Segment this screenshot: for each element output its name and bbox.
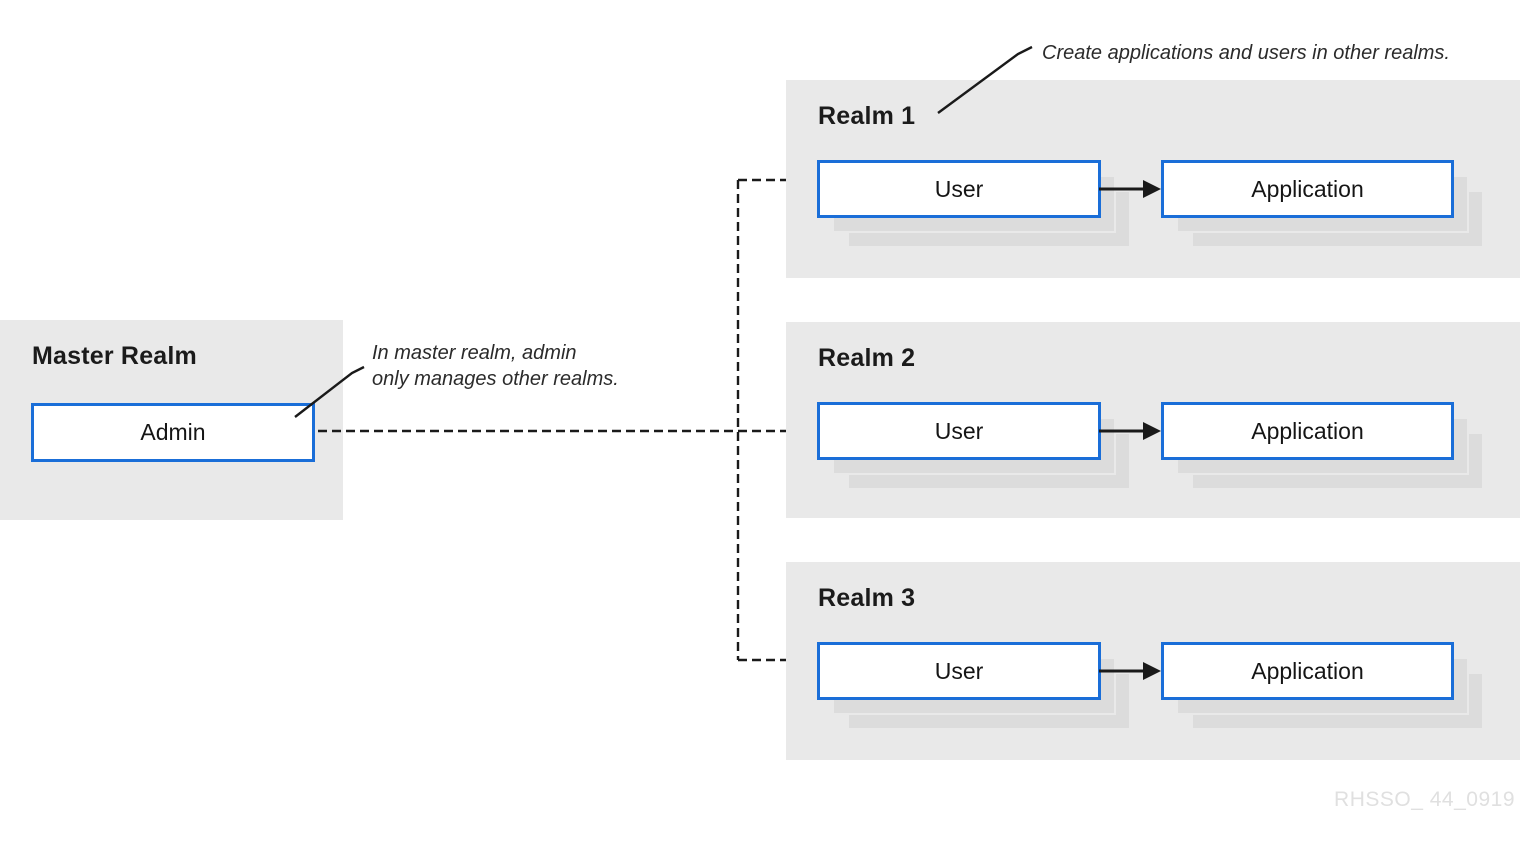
application-box-label: Application (1251, 657, 1364, 684)
user-box: User (817, 402, 1101, 460)
realm-3-panel: Realm 3 User Application (786, 562, 1520, 760)
arrow-right-icon (1099, 422, 1161, 440)
master-realm-title: Master Realm (32, 342, 197, 370)
realms-annotation-text: Create applications and users in other r… (1042, 42, 1450, 64)
master-realm-panel: Master Realm Admin (0, 320, 343, 520)
application-box-label: Application (1251, 175, 1364, 202)
user-box: User (817, 642, 1101, 700)
master-realm-annotation: In master realm, admin only manages othe… (372, 340, 619, 392)
application-box: Application (1161, 402, 1454, 460)
application-box-label: Application (1251, 417, 1364, 444)
realm-3-title: Realm 3 (818, 584, 916, 612)
user-box-label: User (934, 657, 984, 684)
watermark-text: RHSSO_ 44_0919 (1334, 788, 1515, 811)
realm-1-panel: Realm 1 User Application (786, 80, 1520, 278)
realm-2-title: Realm 2 (818, 344, 916, 372)
admin-box: Admin (31, 403, 315, 462)
application-box: Application (1161, 642, 1454, 700)
arrow-right-icon (1099, 180, 1161, 198)
master-realm-annotation-line1: In master realm, admin (372, 342, 577, 364)
realms-annotation: Create applications and users in other r… (1042, 40, 1450, 66)
admin-box-label: Admin (140, 419, 206, 445)
application-box: Application (1161, 160, 1454, 218)
arrow-right-icon (1099, 662, 1161, 680)
realm-1-title: Realm 1 (818, 102, 916, 130)
user-box: User (817, 160, 1101, 218)
user-box-label: User (934, 417, 984, 444)
master-realm-annotation-line2: only manages other realms. (372, 368, 619, 390)
realm-2-panel: Realm 2 User Application (786, 322, 1520, 518)
user-box-label: User (934, 175, 984, 202)
